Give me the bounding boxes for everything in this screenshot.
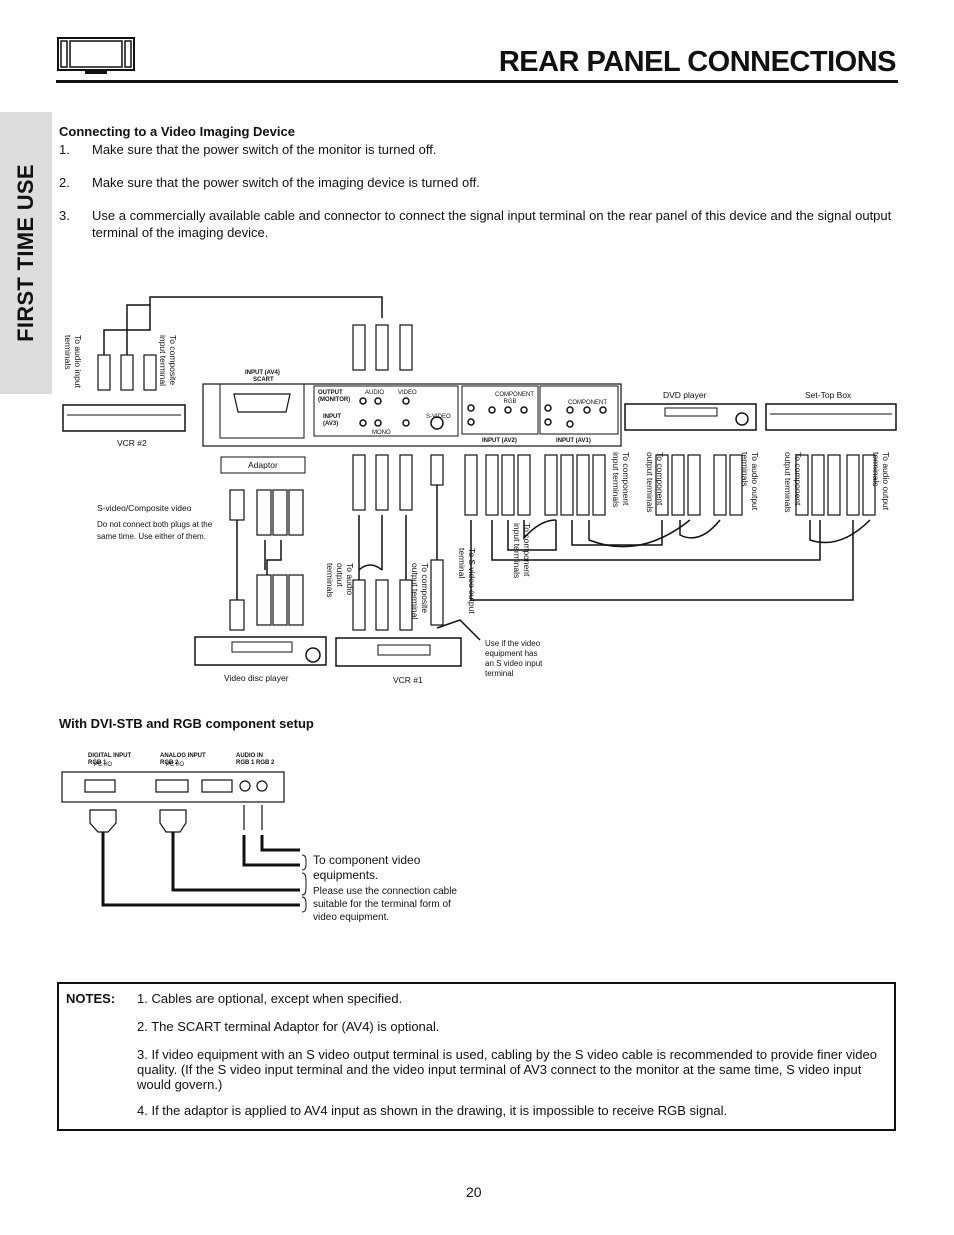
to-composite-input-label: To composite input terminal bbox=[158, 335, 178, 387]
panel-input-av4: INPUT (AV4) bbox=[245, 370, 280, 376]
panel-video: VIDEO bbox=[398, 390, 417, 396]
panel-input-av1: INPUT (AV1) bbox=[556, 438, 591, 444]
to-component-input-label-1: To component input terminals bbox=[512, 523, 532, 579]
step-number: 1. bbox=[59, 142, 70, 157]
video-disc-player-label: Video disc player bbox=[224, 673, 289, 683]
notes-box bbox=[57, 982, 896, 1131]
adaptor-label: Adaptor bbox=[248, 460, 278, 470]
page-title: REAR PANEL CONNECTIONS bbox=[498, 46, 897, 78]
dvd-player-label: DVD player bbox=[663, 390, 707, 400]
pc-io-label-2: PC I/O bbox=[166, 762, 185, 768]
step-number: 3. bbox=[59, 208, 70, 223]
tv-icon bbox=[57, 37, 135, 74]
note-3: 3. If video equipment with an S video ou… bbox=[137, 1047, 877, 1092]
pc-io-label-1: PC I/O bbox=[94, 762, 113, 768]
to-audio-output-label-1: To audio output terminals bbox=[325, 563, 355, 598]
note-1: 1. Cables are optional, except when spec… bbox=[137, 991, 403, 1006]
to-component-input-label-2: To component input terminals bbox=[611, 452, 631, 508]
panel-svideo: S-VIDEO bbox=[426, 414, 451, 420]
digital-input-label: DIGITAL INPUT RGB 1 bbox=[88, 753, 132, 766]
to-composite-output-label: To composite output terminal bbox=[410, 563, 430, 620]
note-4: 4. If the adaptor is applied to AV4 inpu… bbox=[137, 1103, 728, 1118]
panel-input-av2: INPUT (AV2) bbox=[482, 438, 517, 444]
section-heading: Connecting to a Video Imaging Device bbox=[59, 124, 295, 139]
panel-input-av3: INPUT (AV3) bbox=[323, 414, 341, 427]
panel-mono: MONO bbox=[372, 430, 391, 436]
use-if-note: Use if the video equipment has an S vide… bbox=[485, 639, 543, 678]
to-svideo-output-label: To S video output terminal bbox=[457, 548, 477, 614]
connection-diagram bbox=[62, 296, 897, 667]
set-top-box-label: Set-Top Box bbox=[805, 390, 852, 400]
header-rule bbox=[56, 80, 898, 83]
vcr2-label: VCR #2 bbox=[117, 438, 147, 448]
side-tab: FIRST TIME USE bbox=[0, 112, 52, 394]
step-text: Make sure that the power switch of the i… bbox=[92, 175, 480, 190]
panel-scart: SCART bbox=[253, 377, 274, 383]
audio-in-label: AUDIO IN RGB 1 RGB 2 bbox=[236, 753, 275, 766]
connection-cable-note: Please use the connection cable suitable… bbox=[313, 886, 457, 923]
panel-output-monitor: OUTPUT (MONITOR) bbox=[318, 390, 351, 403]
step-text: Use a commercially available cable and c… bbox=[92, 208, 892, 240]
analog-input-label: ANALOG INPUT RGB 2 bbox=[160, 753, 206, 766]
notes-label: NOTES: bbox=[66, 991, 116, 1006]
vcr1-label: VCR #1 bbox=[393, 675, 423, 685]
panel-component: COMPONENT bbox=[568, 400, 607, 406]
note-2: 2. The SCART terminal Adaptor for (AV4) … bbox=[137, 1019, 440, 1034]
panel-component-rgb: COMPONENT RGB bbox=[495, 392, 534, 405]
dvi-rgb-diagram bbox=[61, 771, 307, 913]
to-audio-output-label-2: To audio output terminals bbox=[740, 452, 760, 511]
svideo-composite-label: S-video/Composite video bbox=[97, 503, 192, 513]
to-audio-output-label-3: To audio output terminals bbox=[871, 452, 891, 511]
page-number: 20 bbox=[466, 1184, 482, 1200]
do-not-connect-note: Do not connect both plugs at the same ti… bbox=[97, 520, 213, 541]
to-component-label: To component video equipments. bbox=[313, 853, 421, 882]
step-number: 2. bbox=[59, 175, 70, 190]
to-component-output-label-1: To component output terminals bbox=[645, 452, 665, 513]
dvi-setup-heading: With DVI-STB and RGB component setup bbox=[59, 716, 314, 731]
step-text: Make sure that the power switch of the m… bbox=[92, 142, 437, 157]
to-component-output-label-2: To component output terminals bbox=[783, 452, 803, 513]
panel-audio: AUDIO bbox=[365, 390, 385, 396]
to-audio-input-label: To audio input terminals bbox=[63, 335, 83, 388]
